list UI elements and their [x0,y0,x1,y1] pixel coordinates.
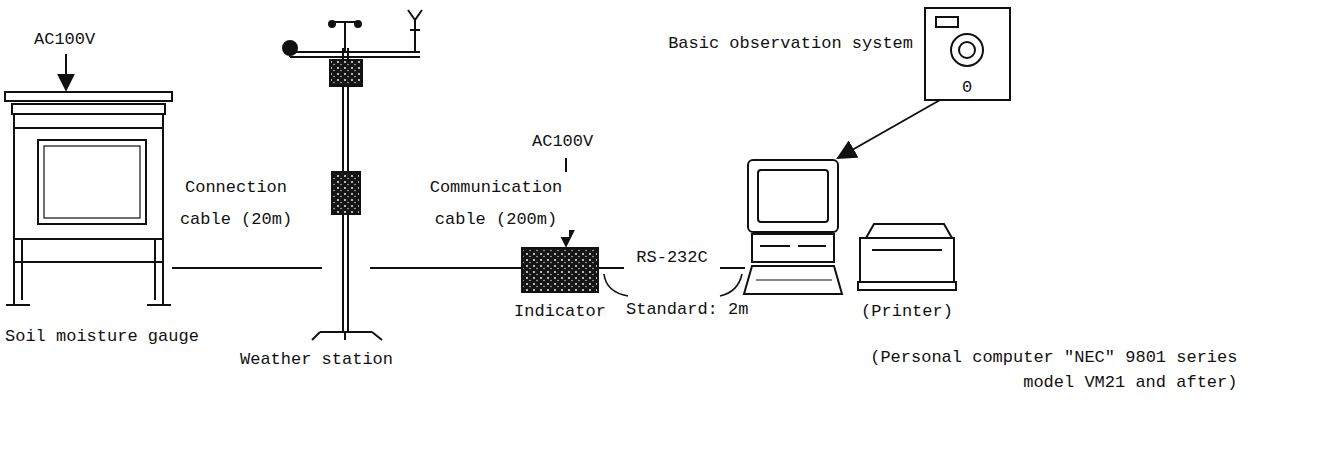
weather-station-drawing [290,51,420,53]
station-node: Weather station [322,40,370,340]
weather-station-drawing [372,332,382,340]
storage-node: Basic observation system0 [925,8,1010,100]
node-label: 0 [962,76,972,101]
computer-drawing [748,160,838,232]
computer-drawing [744,160,842,294]
cable-length-brace [604,274,742,296]
computer-node: (Personal computer "NEC" 9801 series mod… [745,158,842,296]
indicator-drawing [522,248,598,292]
soil-moisture-gauge-drawing [154,239,156,300]
printer-drawing [858,282,956,290]
computer-drawing [798,245,826,247]
soil-moisture-gauge-drawing [38,140,146,224]
weather-station-drawing [408,10,415,20]
soil-moisture-gauge-drawing [5,92,172,305]
cable-line [172,267,322,269]
node-label: (Personal computer "NEC" 9801 series mod… [860,346,1237,395]
computer-drawing [744,266,842,294]
floppy-disk-drawing [951,34,983,66]
printer-drawing [858,224,956,290]
soil-moisture-gauge-drawing [10,100,167,102]
weather-station-drawing [415,10,422,20]
cable-label: RS-232C [624,242,720,274]
weather-station-drawing [312,332,320,340]
soil-moisture-gauge-drawing [44,146,140,218]
floppy-disk-drawing [925,8,1010,100]
weather-station-drawing [344,332,346,340]
weather-station-drawing [355,21,361,27]
node-label: Weather station [240,348,393,373]
cable-line [838,100,940,158]
printer-drawing [860,238,954,282]
cable-length-label: Standard: 2m [624,300,750,319]
indicator-drawing [522,248,598,292]
power-arrows [65,54,67,90]
power-label: AC100V [32,30,97,49]
computer-drawing [756,280,832,281]
soil-moisture-gauge-drawing [6,304,30,306]
soil-moisture-gauge-drawing [14,127,163,129]
soil-moisture-gauge-drawing [14,261,163,263]
gauge-node: Soil moisture gauge [5,92,172,305]
weather-station-drawing [290,56,420,58]
soil-moisture-gauge-drawing [14,114,163,239]
node-label: Indicator [514,300,606,325]
weather-station-drawing [332,172,360,214]
computer-drawing [752,234,834,262]
weather-station-drawing [289,48,291,57]
soil-moisture-gauge-drawing [12,104,165,114]
computer-drawing [760,245,790,247]
weather-station-drawing [344,22,346,52]
computer-drawing [758,170,828,222]
soil-moisture-gauge-drawing [21,239,23,300]
weather-station-drawing [332,21,358,23]
weather-station-drawing [410,29,420,31]
indicator-node: Indicator [522,248,598,292]
weather-station-drawing [283,10,422,340]
printer-node: (Printer) [858,222,956,292]
soil-moisture-gauge-drawing [162,239,164,305]
floppy-disk-drawing [925,8,1010,100]
node-label: Basic observation system [668,32,913,57]
node-label: (Printer) [861,300,953,325]
cable-label: Connection cable (20m) [173,172,299,237]
cable-length-brace [720,274,742,296]
cable-line [370,267,522,269]
weather-station-drawing [330,60,362,86]
cable-label: Communication cable (200m) [423,172,570,237]
soil-moisture-gauge-drawing [147,304,171,306]
weather-station-drawing [414,18,416,52]
weather-station-drawing [329,21,335,27]
floppy-disk-drawing [959,42,975,58]
soil-moisture-gauge-drawing [5,92,172,101]
power-label: AC100V [530,132,595,151]
cable-length-brace [604,274,628,296]
printer-drawing [872,249,942,251]
floppy-disk-drawing [936,17,958,27]
node-label: Soil moisture gauge [5,325,199,350]
printer-drawing [866,224,952,238]
soil-moisture-gauge-drawing [13,239,15,305]
